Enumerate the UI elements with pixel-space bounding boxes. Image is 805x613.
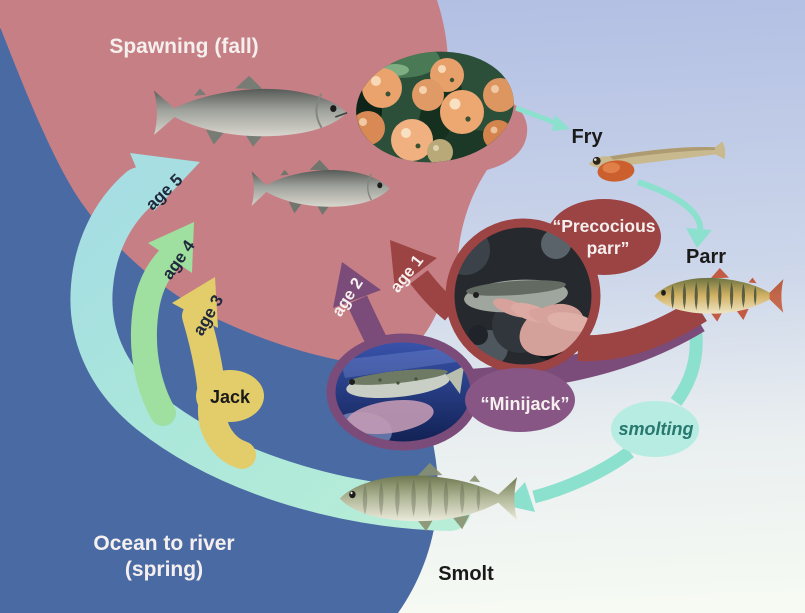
minijack-photo xyxy=(326,333,575,451)
ocean-region-label-line2: (spring) xyxy=(125,558,203,581)
precocious-parr-label-line1: “Precocious xyxy=(552,216,655,236)
return-migration-band xyxy=(70,153,471,531)
age2-arrowhead xyxy=(333,262,381,308)
adult-salmon-large-image xyxy=(153,75,348,147)
minijack-label: “Minijack” xyxy=(480,394,569,414)
age3-arrow xyxy=(172,277,264,469)
minijack-bubble xyxy=(465,368,575,432)
smolting-bubble: smolting xyxy=(611,401,699,457)
smolt-image xyxy=(339,462,518,532)
precocious-parr-photo xyxy=(445,218,601,374)
smolting-label: smolting xyxy=(619,419,694,439)
spawning-region-label: Spawning (fall) xyxy=(109,35,258,58)
age1-arrowhead xyxy=(390,240,437,290)
ocean-region-label-line1: Ocean to river xyxy=(93,532,234,555)
precocious-parr-label-line2: parr” xyxy=(587,238,630,258)
smolt-label: Smolt xyxy=(438,563,494,585)
fry-image xyxy=(588,141,726,182)
jack-label: Jack xyxy=(210,387,251,407)
fry-to-parr-arrow xyxy=(637,179,712,248)
age5-arrowhead xyxy=(130,153,200,211)
parr-label: Parr xyxy=(686,246,726,268)
eggs-to-fry-arrow xyxy=(515,105,570,131)
age4-arrow xyxy=(130,222,194,426)
jack-bubble xyxy=(196,370,264,422)
parr-image xyxy=(654,268,784,322)
adult-salmon-small-image xyxy=(251,159,390,215)
fry-label: Fry xyxy=(571,126,603,148)
